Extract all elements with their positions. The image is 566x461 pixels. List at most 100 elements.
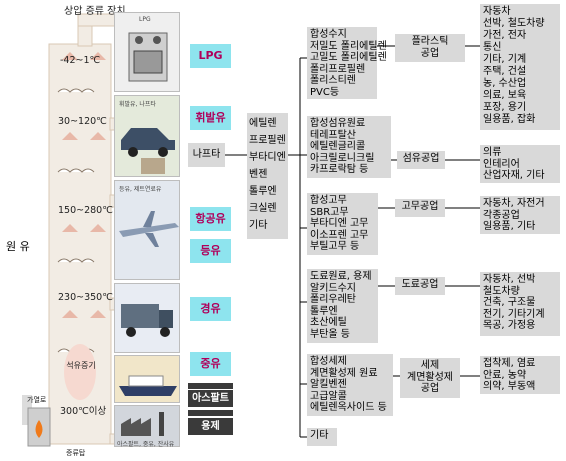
industry-line: 공업 bbox=[420, 383, 440, 395]
use-item: 주택, 건설 bbox=[483, 66, 527, 77]
kerosene-picture: 등유, 제트연료유 bbox=[114, 180, 180, 280]
crude-pipe bbox=[22, 395, 32, 425]
use-item: 의료, 보육 bbox=[483, 90, 527, 101]
use-item: 자동차, 자전거 bbox=[483, 198, 545, 209]
diesel-picture bbox=[114, 283, 180, 353]
product-jet-fuel: 항공유 bbox=[190, 207, 231, 231]
material-item: 알킬벤젠 bbox=[310, 379, 347, 391]
other-materials: 기타 bbox=[307, 428, 337, 446]
product-asphalt: 아스팔트 bbox=[188, 390, 233, 407]
petrochemical-item: 기타 bbox=[249, 220, 268, 231]
rubber-uses: 자동차, 자전거 각종공업 일용품, 기타 bbox=[480, 196, 560, 234]
product-lpg: LPG bbox=[190, 44, 231, 68]
gasoline-picture: 휘발유, 나프타 bbox=[114, 95, 180, 177]
rubber-materials: 합성고무 SBR고무 부타디엔 고무 이소프렌 고무 부틸고무 등 bbox=[307, 193, 378, 255]
use-item: 접착제, 염료 bbox=[483, 358, 536, 369]
heater-label: 가열로 bbox=[27, 396, 47, 404]
material-item: 에틸렌글리콜 bbox=[310, 141, 366, 153]
petrochemical-item: 벤젠 bbox=[249, 169, 268, 180]
heavy-oil-picture bbox=[114, 355, 180, 403]
use-item: 기타, 기계 bbox=[483, 54, 527, 65]
bottom-pic-label: 아스팔트, 중유, 잔사유 bbox=[117, 441, 175, 448]
use-item: 산업자재, 기타 bbox=[483, 170, 545, 182]
product-diesel: 경유 bbox=[190, 297, 231, 321]
use-item: 인테리어 bbox=[483, 158, 520, 170]
fiber-materials: 합성섬유원료 테레프탈산 에틸렌글리콜 아크릴로니크릴 카프로락탐 등 bbox=[307, 116, 391, 178]
plastics-uses: 자동차 선박, 철도차량 가전, 전자 통신 기타, 기계 주택, 건설 농, … bbox=[480, 4, 560, 130]
bottom-picture: 아스팔트, 중유, 잔사유 bbox=[114, 405, 180, 448]
material-item: 계면활성제 원료 bbox=[310, 367, 378, 379]
lpg-picture: LPG bbox=[114, 12, 180, 92]
use-item: 자동차 bbox=[483, 6, 511, 17]
material-item: 에틸렌옥사이드 등 bbox=[310, 402, 387, 414]
petrochemical-item: 톨루엔 bbox=[249, 186, 277, 197]
rubber-industry: 고무공업 bbox=[395, 199, 445, 217]
product-solvent: 용제 bbox=[188, 418, 233, 435]
material-item: 합성섬유원료 bbox=[310, 118, 366, 129]
truck-icon bbox=[121, 304, 173, 337]
car-icon bbox=[121, 128, 175, 174]
connectors bbox=[225, 45, 480, 438]
temp-label-5: 300℃이상 bbox=[60, 406, 107, 417]
material-item: 테레프탈산 bbox=[310, 129, 356, 141]
material-item: SBR고무 bbox=[310, 206, 349, 218]
use-item: 안료, 농약 bbox=[483, 369, 527, 381]
temp-label-2: 30~120℃ bbox=[58, 116, 107, 127]
fiber-industry: 섬유공업 bbox=[397, 151, 445, 169]
gasoline-pic-label: 휘발유, 나프타 bbox=[119, 101, 156, 108]
industry-line: 플라스틱 bbox=[411, 36, 449, 47]
product-naphtha: 나프타 bbox=[188, 143, 225, 167]
product-heavy-oil: 중유 bbox=[190, 352, 231, 376]
industry-line: 도료공업 bbox=[401, 279, 439, 290]
product-kerosene: 등유 bbox=[190, 239, 231, 263]
material-item: 부탄올 등 bbox=[310, 328, 350, 340]
use-item: 목공, 가정용 bbox=[483, 320, 536, 332]
material-item: 도료원료, 용제 bbox=[310, 271, 372, 282]
plastics-industry: 플라스틱 공업 bbox=[395, 34, 465, 62]
material-item: 저밀도 폴리에틸렌 bbox=[310, 40, 387, 52]
industry-line: 고무공업 bbox=[401, 201, 439, 212]
material-item: 부틸고무 등 bbox=[310, 241, 360, 253]
material-item: 폴리프로필렌 bbox=[310, 63, 366, 75]
use-item: 일용품, 기타 bbox=[483, 221, 536, 233]
use-item: 포장, 용기 bbox=[483, 102, 527, 113]
paint-materials: 도료원료, 용제 알키드수지 폴리우레탄 톨루엔 초산에틸 부탄올 등 bbox=[307, 269, 378, 343]
product-bar-2 bbox=[188, 410, 233, 416]
flame-icon bbox=[35, 420, 43, 438]
material-item: PVC등 bbox=[310, 86, 340, 98]
use-item: 통신 bbox=[483, 42, 502, 53]
factory-icon bbox=[121, 412, 164, 436]
material-item: 카프로락탐 등 bbox=[310, 164, 369, 176]
material-item: 알키드수지 bbox=[310, 282, 356, 294]
material-item: 고밀도 폴리에틸렌 bbox=[310, 52, 387, 64]
crude-oil-label: 원 유 bbox=[6, 240, 30, 253]
detergent-materials: 합성세제 계면활성제 원료 알킬벤젠 고급알콜 에틸렌옥사이드 등 bbox=[307, 354, 393, 416]
paint-industry: 도료공업 bbox=[395, 277, 445, 295]
temp-label-1: -42~1℃ bbox=[60, 55, 101, 66]
use-item: 자동차, 선박 bbox=[483, 274, 536, 285]
material-item: 이소프렌 고무 bbox=[310, 229, 369, 241]
paint-uses: 자동차, 선박 철도차량 건축, 구조물 전기, 기타기계 목공, 가정용 bbox=[480, 272, 560, 336]
detergent-industry: 세제 계면활성제 공업 bbox=[400, 358, 460, 398]
tower-title: 상압 증류 장치 bbox=[64, 6, 126, 17]
petrochemical-item: 크실렌 bbox=[249, 203, 277, 214]
use-item: 건축, 구조물 bbox=[483, 297, 536, 309]
kerosene-pic-label: 등유, 제트연료유 bbox=[119, 186, 162, 193]
steam-label: 석유증기 bbox=[66, 361, 96, 370]
use-item: 일용품, 잡화 bbox=[483, 114, 536, 125]
temp-label-3: 150~280℃ bbox=[58, 205, 113, 216]
industry-line: 공업 bbox=[420, 47, 440, 59]
detergent-uses: 접착제, 염료 안료, 농약 의약, 부동액 bbox=[480, 356, 560, 394]
petrochemical-item: 에틸렌 bbox=[249, 118, 277, 129]
use-item: 의류 bbox=[483, 147, 502, 158]
steam-cloud bbox=[64, 344, 96, 400]
plastics-materials: 합성수지 저밀도 폴리에틸렌 고밀도 폴리에틸렌 폴리프로필렌 폴리스티렌 PV… bbox=[307, 27, 387, 99]
petrochemical-item: 부타디엔 bbox=[249, 152, 286, 163]
use-item: 전기, 기타기계 bbox=[483, 308, 545, 320]
material-item: 초산에틸 bbox=[310, 317, 347, 329]
temp-label-4: 230~350℃ bbox=[58, 292, 113, 303]
material-item: 고급알콜 bbox=[310, 390, 347, 402]
material-item: 폴리스티렌 bbox=[310, 75, 356, 87]
petrochemical-item: 프로필렌 bbox=[249, 135, 286, 146]
fiber-uses: 의류 인테리어 산업자재, 기타 bbox=[480, 145, 560, 183]
